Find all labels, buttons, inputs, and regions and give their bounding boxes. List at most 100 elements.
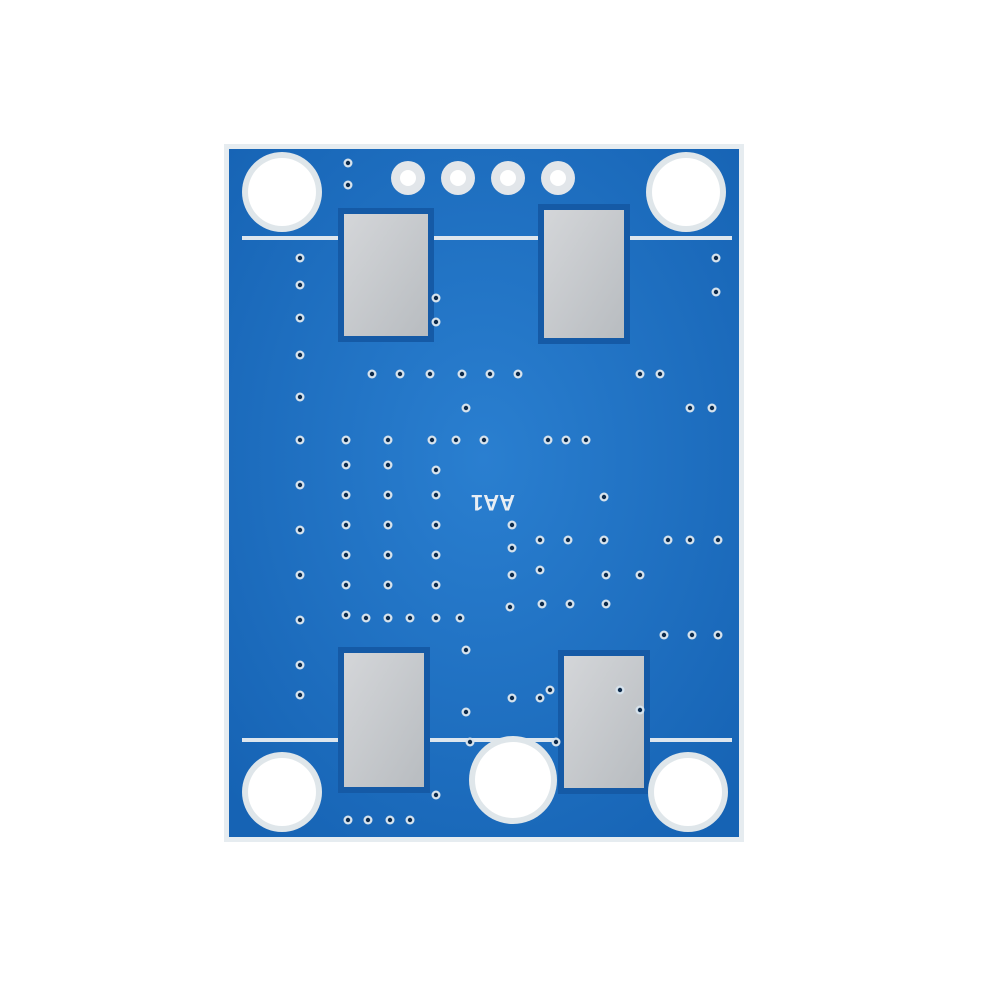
via-hole [433, 295, 439, 301]
mounting-hole [248, 158, 316, 226]
via-hole [297, 437, 303, 443]
via-hole [343, 552, 349, 558]
via-hole [385, 522, 391, 528]
via-hole [343, 492, 349, 498]
via-hole [463, 709, 469, 715]
via-hole [433, 792, 439, 798]
via-hole [433, 467, 439, 473]
via-hole [407, 817, 413, 823]
via-hole [547, 687, 553, 693]
via-hole [487, 371, 493, 377]
via-hole [457, 615, 463, 621]
mounting-hole [248, 758, 316, 826]
via-hole [603, 572, 609, 578]
via-hole [297, 482, 303, 488]
via-hole [433, 522, 439, 528]
via-hole [545, 437, 551, 443]
via-hole [507, 604, 513, 610]
via-hole [297, 527, 303, 533]
via-hole [637, 572, 643, 578]
via-hole [603, 601, 609, 607]
via-hole [661, 632, 667, 638]
via-hole [297, 282, 303, 288]
via-hole [433, 615, 439, 621]
header-pin-hole [450, 170, 466, 186]
via-hole [601, 537, 607, 543]
header-pin-hole [500, 170, 516, 186]
solder-pad [344, 214, 428, 336]
via-hole [637, 707, 643, 713]
via-hole [565, 537, 571, 543]
via-hole [637, 371, 643, 377]
via-hole [509, 695, 515, 701]
via-hole [397, 371, 403, 377]
solder-pad [344, 653, 424, 787]
via-hole [601, 494, 607, 500]
via-hole [583, 437, 589, 443]
via-hole [563, 437, 569, 443]
via-hole [459, 371, 465, 377]
via-hole [385, 462, 391, 468]
via-hole [665, 537, 671, 543]
via-hole [433, 492, 439, 498]
via-hole [433, 319, 439, 325]
via-hole [537, 695, 543, 701]
via-hole [407, 615, 413, 621]
mounting-hole [654, 758, 722, 826]
via-hole [343, 612, 349, 618]
vias [295, 158, 723, 825]
via-hole [365, 817, 371, 823]
via-hole [297, 662, 303, 668]
via-hole [553, 739, 559, 745]
via-hole [369, 371, 375, 377]
via-hole [345, 182, 351, 188]
via-hole [343, 437, 349, 443]
via-hole [343, 582, 349, 588]
via-hole [433, 582, 439, 588]
via-hole [713, 255, 719, 261]
via-hole [689, 632, 695, 638]
via-hole [385, 492, 391, 498]
via-hole [343, 522, 349, 528]
mounting-holes [242, 152, 728, 832]
via-hole [537, 537, 543, 543]
mounting-hole [652, 158, 720, 226]
via-hole [297, 394, 303, 400]
mounting-hole [475, 742, 551, 818]
via-hole [297, 315, 303, 321]
via-hole [567, 601, 573, 607]
via-hole [709, 405, 715, 411]
silkscreen-label: AA1 [471, 490, 515, 515]
via-hole [463, 647, 469, 653]
via-hole [453, 437, 459, 443]
via-hole [387, 817, 393, 823]
via-hole [715, 537, 721, 543]
via-hole [509, 522, 515, 528]
via-hole [297, 617, 303, 623]
via-hole [715, 632, 721, 638]
via-hole [687, 405, 693, 411]
via-hole [687, 537, 693, 543]
via-hole [385, 582, 391, 588]
via-hole [463, 405, 469, 411]
pcb-body [229, 149, 739, 837]
via-hole [429, 437, 435, 443]
solder-pad [564, 656, 644, 788]
via-hole [467, 739, 473, 745]
via-hole [509, 572, 515, 578]
header-pin-hole [550, 170, 566, 186]
via-hole [297, 572, 303, 578]
pads [338, 204, 650, 794]
via-hole [509, 545, 515, 551]
via-hole [343, 462, 349, 468]
via-hole [345, 817, 351, 823]
header-pin-hole [400, 170, 416, 186]
via-hole [713, 289, 719, 295]
solder-pad [544, 210, 624, 338]
via-hole [297, 692, 303, 698]
via-hole [297, 352, 303, 358]
via-hole [539, 601, 545, 607]
via-hole [345, 160, 351, 166]
via-hole [433, 552, 439, 558]
via-hole [537, 567, 543, 573]
